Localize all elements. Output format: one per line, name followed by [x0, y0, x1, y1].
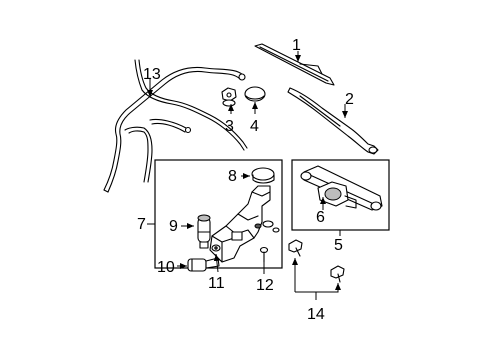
reservoir-screw	[259, 246, 269, 263]
fluid-level-sensor	[187, 257, 220, 272]
callout-12: 12	[256, 277, 274, 294]
washer-pump	[197, 214, 211, 249]
pivot-nut	[221, 87, 237, 107]
mounting-bolt-right	[330, 265, 345, 283]
callout-5: 5	[334, 237, 343, 254]
leader-lines	[147, 51, 348, 300]
pivot-cap	[244, 86, 266, 102]
callout-8: 8	[228, 168, 237, 185]
reservoir-group-box	[154, 159, 283, 269]
callout-7: 7	[137, 216, 146, 233]
reservoir-clip	[262, 220, 280, 233]
reservoir-cap	[251, 167, 275, 184]
callout-1: 1	[292, 37, 301, 54]
callout-labels: 1 2 3 4 5 6 7 8 9 10 11 12 13 14	[137, 37, 354, 323]
wiper-blade	[254, 43, 335, 86]
callout-11: 11	[208, 275, 225, 292]
callout-14: 14	[307, 306, 325, 323]
washer-hose-assembly	[103, 59, 248, 193]
wiper-linkage-and-motor	[300, 165, 383, 211]
callout-3: 3	[225, 118, 234, 135]
callout-13: 13	[143, 66, 161, 83]
mounting-bolt-left	[288, 239, 303, 257]
wiper-arm	[287, 87, 379, 155]
grommet	[211, 244, 221, 252]
callout-10: 10	[157, 259, 175, 276]
washer-reservoir	[209, 185, 271, 263]
callout-2: 2	[345, 91, 354, 108]
callout-6: 6	[316, 209, 325, 226]
callout-4: 4	[250, 118, 259, 135]
callout-9: 9	[169, 218, 178, 235]
